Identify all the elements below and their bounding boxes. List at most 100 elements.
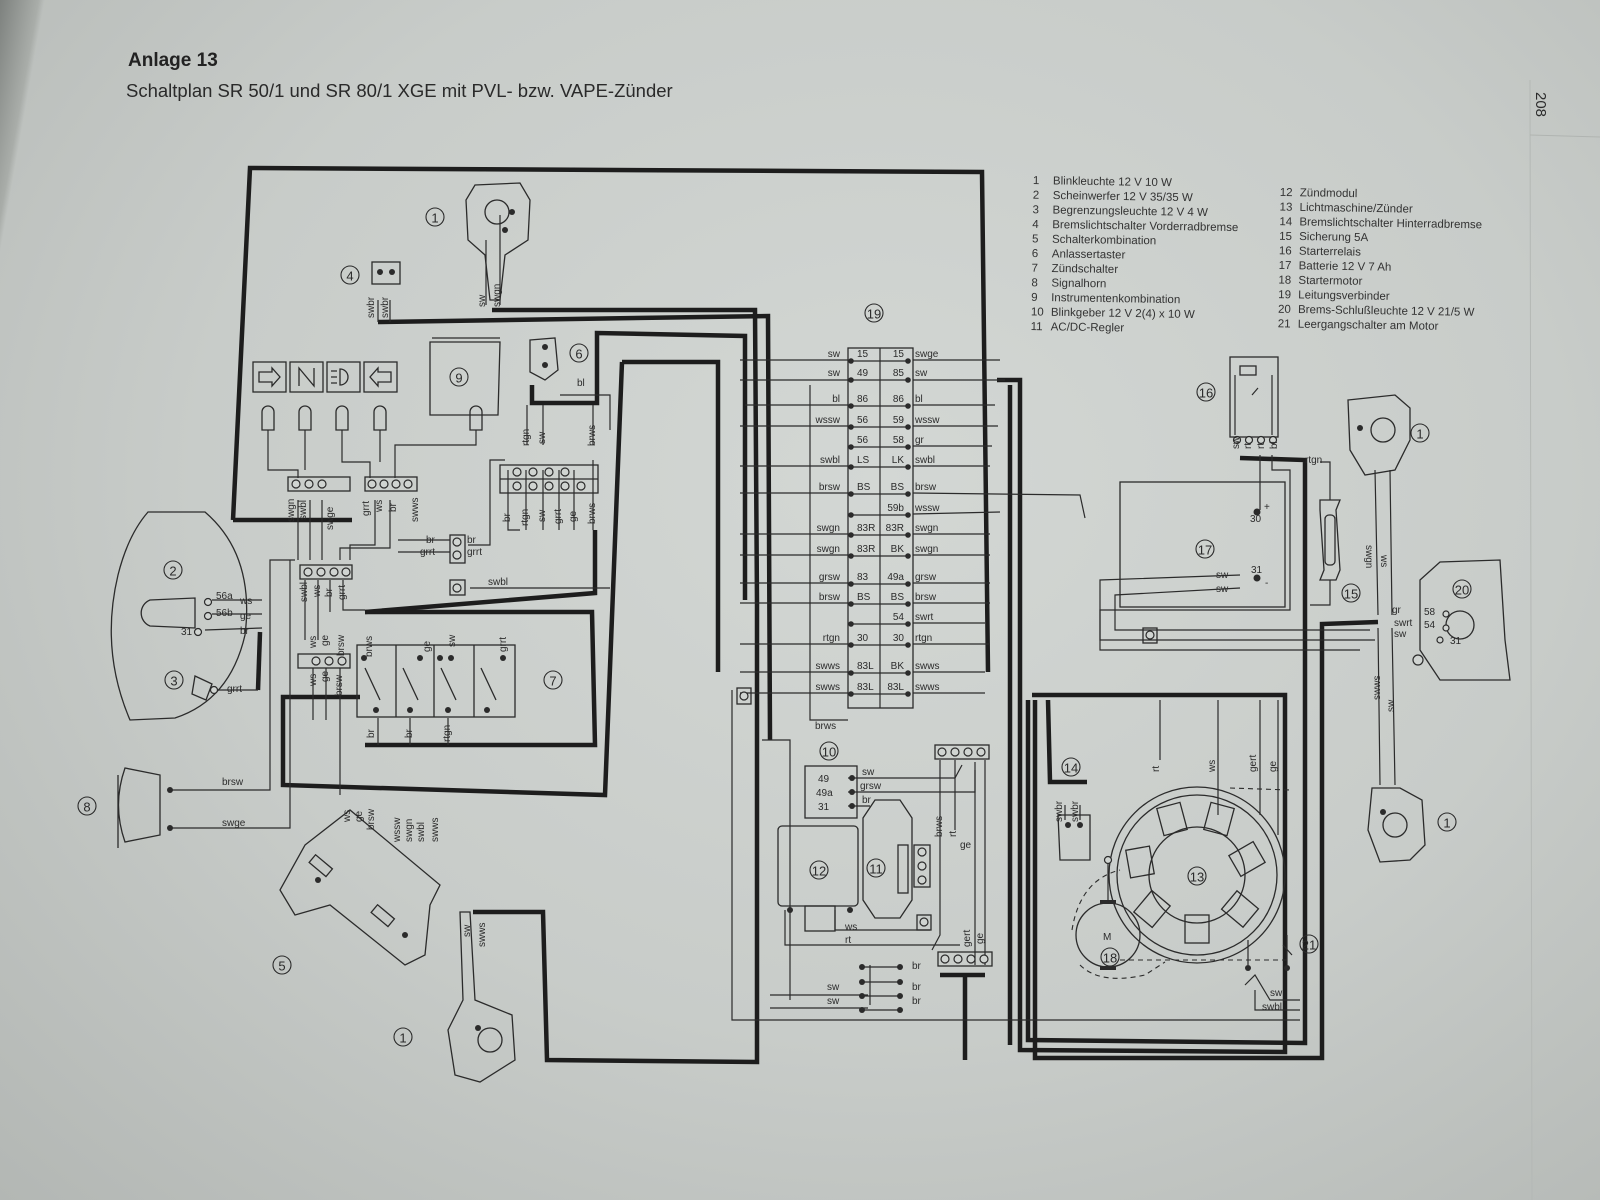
wire-color-label: ge	[320, 670, 331, 682]
legend-text: Instrumentenkombination	[1051, 292, 1180, 306]
wire-color-label: ws	[374, 500, 385, 513]
callout-number: 18	[1103, 951, 1117, 966]
row-wire-right: sw	[915, 368, 928, 379]
ignition-module	[777, 825, 859, 932]
callout-8: 8	[77, 796, 97, 816]
wire-color-label: brsw	[334, 674, 345, 696]
legend-text: Bremslichtschalter Vorderradbremse	[1052, 219, 1238, 234]
row-wire-right: grsw	[915, 572, 937, 583]
row-wire-right: brsw	[915, 482, 937, 493]
switch-combination	[279, 809, 441, 966]
row-wire-right: swgn	[915, 544, 938, 555]
row-terminal-right: 30	[893, 633, 905, 644]
callout-10: 10	[819, 741, 839, 761]
wire-color-label: rt	[948, 831, 959, 837]
row-terminal-right: 59	[893, 415, 905, 426]
wire-color-label: rtgn	[1305, 455, 1322, 466]
callout-4: 4	[340, 265, 360, 285]
wire-color-label: sw	[537, 509, 548, 522]
row-wire-left: grsw	[819, 572, 841, 583]
row-wire-left: sw	[828, 349, 841, 360]
row-wire-left: brsw	[819, 482, 841, 493]
instrument-cluster	[429, 337, 501, 416]
row-wire-right: swge	[915, 349, 939, 360]
terminal-label: 54	[1424, 620, 1436, 631]
row-wire-left: sw	[828, 368, 841, 379]
neutral-switch	[1245, 935, 1293, 971]
legend-number: 17	[1279, 260, 1292, 272]
wire-color-label: br	[862, 795, 872, 806]
row-terminal-left: 86	[857, 394, 869, 405]
wire-color-label: swws	[430, 818, 441, 842]
wire-color-label: ge	[354, 810, 365, 822]
wire-color-label: ws	[342, 810, 353, 823]
wire-color-label: brsw	[222, 777, 244, 788]
row-terminal-left: BS	[857, 592, 871, 603]
legend-number: 11	[1031, 321, 1043, 333]
wire-color-label: swbl	[299, 582, 310, 602]
indicator-panel	[252, 361, 483, 431]
wire-color-label: swge	[222, 818, 246, 829]
terminal-label: 58	[1424, 607, 1436, 618]
wire-color-label: grrt	[337, 585, 348, 600]
wire-color-label: ws	[239, 596, 252, 607]
wire-color-label: sw	[1231, 436, 1242, 449]
wire-color-label: grrt	[227, 684, 242, 695]
terminal-label: 56b	[216, 608, 233, 619]
callout-5: 5	[272, 955, 292, 975]
row-terminal-left: 49	[857, 368, 869, 379]
callout-number: 4	[346, 269, 353, 284]
callout-18: 18	[1100, 947, 1120, 967]
callout-number: 10	[822, 745, 836, 760]
callout-number: 19	[867, 307, 881, 322]
wire-color-label: ws	[1378, 554, 1389, 567]
indicator-bulbs	[261, 405, 483, 431]
starter-relay	[1229, 356, 1279, 445]
wire-color-label: grrt	[553, 509, 564, 524]
connectors	[287, 464, 1158, 967]
wire-color-label: ge	[240, 611, 252, 622]
wire-color-label: br	[324, 587, 335, 597]
callout-number: 16	[1199, 386, 1213, 401]
wire-color-label: swbl	[1262, 1002, 1282, 1013]
wire-color-label: br	[912, 961, 922, 972]
legend-text: Schalterkombination	[1052, 234, 1156, 248]
wire-color-label: grrt	[361, 501, 372, 516]
wire-color-label: sw	[862, 767, 875, 778]
wire-color-label: rt	[845, 935, 851, 946]
wire-color-label: swbr	[1070, 800, 1081, 822]
callout-number: 1	[1416, 427, 1423, 442]
wire-color-label: sw	[1216, 570, 1229, 581]
alternator	[1108, 786, 1286, 964]
legend-number: 5	[1032, 233, 1039, 245]
row-terminal-left: 56	[857, 415, 869, 426]
brake-light-switch-front	[371, 261, 401, 285]
callout-number: 1	[431, 211, 438, 226]
row-wire-left: swgn	[817, 544, 840, 555]
row-terminal-right: LK	[892, 455, 905, 466]
callout-number: 1	[1443, 816, 1450, 831]
callout-number: 7	[549, 674, 556, 689]
row-wire-left: bl	[832, 394, 840, 405]
wire-color-label: swbr	[380, 296, 391, 318]
callout-number: 9	[455, 371, 462, 386]
wire-color-label: swge	[325, 506, 336, 530]
wire-color-label: br	[366, 728, 377, 738]
wire-color-label: swbr	[1054, 800, 1065, 822]
terminal-label: 49	[818, 774, 830, 785]
legend-number: 3	[1032, 204, 1039, 216]
legend-text: Lichtmaschine/Zünder	[1300, 202, 1413, 216]
row-wire-right: brsw	[915, 592, 937, 603]
legend-text: Sicherung 5A	[1299, 231, 1369, 244]
wire-color-label: ge	[960, 840, 972, 851]
wire-color-label: ws	[312, 585, 323, 598]
row-terminal-left: BS	[857, 482, 871, 493]
row-wire-left: wssw	[815, 415, 841, 426]
callout-number: 5	[278, 959, 285, 974]
row-terminal-left: 83R	[857, 523, 875, 534]
